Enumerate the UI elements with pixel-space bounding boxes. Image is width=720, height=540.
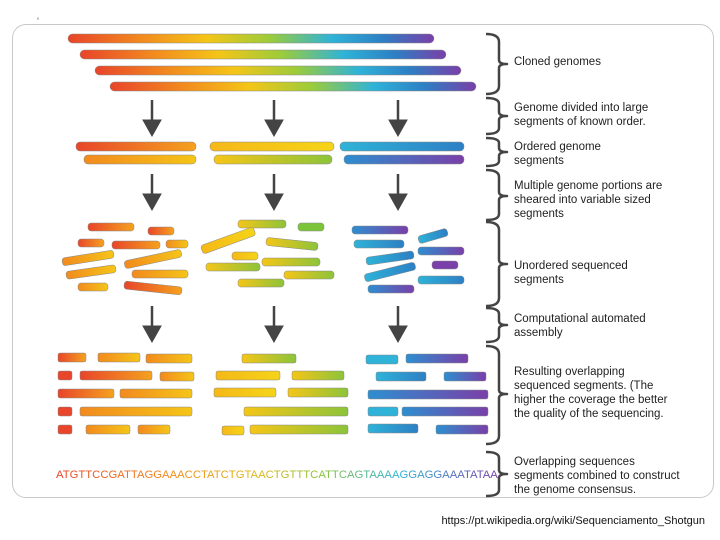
brace-5	[485, 220, 509, 308]
cloned-genomes	[67, 33, 477, 92]
arrows-row-1	[142, 100, 408, 138]
source-url: https://pt.wikipedia.org/wiki/Sequenciam…	[441, 515, 705, 527]
arrows-row-2	[142, 174, 408, 212]
overlapping-segments	[57, 352, 489, 436]
brace-3	[485, 136, 509, 168]
step-label-unordered: Unordered sequenced segments	[514, 260, 628, 286]
brace-2	[485, 96, 509, 136]
genome-bar	[79, 49, 447, 60]
unordered-segments	[61, 219, 465, 295]
step-label-genome-divided: Genome divided into large segments of kn…	[514, 102, 649, 128]
step-label-assembly: Computational automated assembly	[514, 313, 646, 339]
genome-bar	[109, 81, 477, 92]
brace-4	[485, 168, 509, 222]
step-label-ordered-segments: Ordered genome segments	[514, 141, 601, 167]
consensus-sequence: ATGTTCCGATTAGGAAACCTATCTGTAACTGTTTCATTCA…	[56, 469, 498, 481]
braces	[485, 32, 509, 498]
ordered-segments	[75, 141, 465, 165]
corner-mark: ‘	[37, 16, 39, 26]
genome-bar	[67, 33, 435, 44]
brace-7	[485, 344, 509, 446]
step-label-overlapping: Resulting overlapping sequenced segments…	[514, 366, 668, 420]
brace-6	[485, 306, 509, 344]
arrows-row-3	[142, 306, 408, 344]
genome-bar	[94, 65, 462, 76]
brace-1	[485, 32, 509, 96]
step-label-consensus: Overlapping sequences segments combined …	[514, 456, 680, 496]
brace-8	[485, 450, 509, 498]
step-label-cloned-genomes: Cloned genomes	[514, 56, 601, 68]
step-label-sheared: Multiple genome portions are sheared int…	[514, 180, 663, 220]
